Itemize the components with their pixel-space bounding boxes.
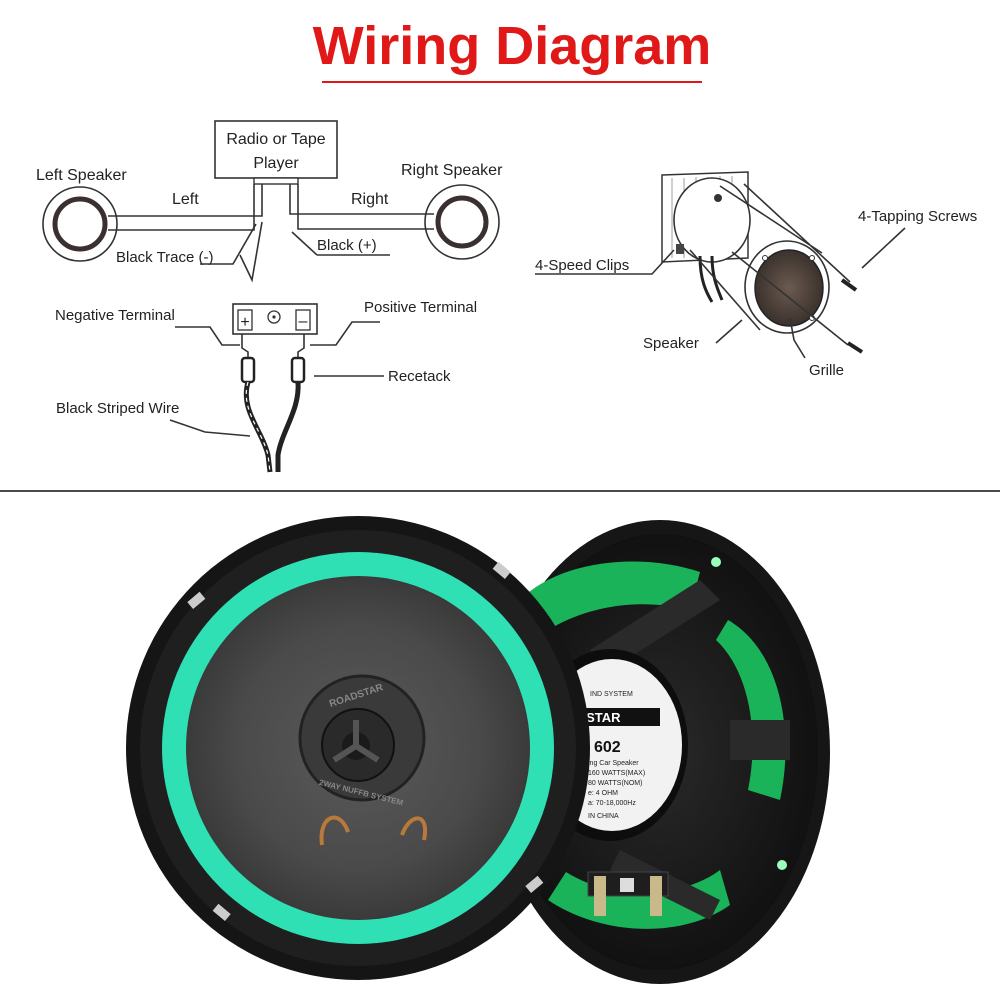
receptacles bbox=[240, 356, 306, 384]
minus-sign: – bbox=[299, 313, 308, 330]
back-surround-bottom bbox=[548, 870, 730, 929]
radio-label-line1: Radio or Tape bbox=[226, 131, 325, 148]
clips-leader bbox=[535, 249, 675, 275]
left-wire-label: Left bbox=[172, 191, 199, 208]
right-wire-top bbox=[289, 184, 434, 215]
back-spec2: 160 WATTS(MAX) bbox=[588, 770, 645, 777]
front-lead-left bbox=[319, 815, 350, 846]
wiring-schematic: Radio or Tape Player Left Speaker Right … bbox=[36, 120, 503, 473]
speaker-leader bbox=[715, 319, 743, 344]
plus-sign: + bbox=[240, 314, 249, 331]
black-plus-leader bbox=[291, 231, 318, 256]
screw-icon bbox=[840, 278, 864, 354]
negative-terminal-label: Negative Terminal bbox=[55, 307, 175, 324]
radio-label-line2: Player bbox=[253, 155, 299, 172]
back-surround-top bbox=[520, 561, 700, 630]
four-tapping-screws-label: 4-Tapping Screws bbox=[858, 208, 977, 225]
black-trace-leader bbox=[200, 223, 257, 265]
negative-terminal-leader bbox=[175, 326, 240, 346]
screws-leader bbox=[861, 227, 906, 269]
positive-terminal-leader bbox=[310, 321, 380, 346]
back-spec3: 80 WATTS(NOM) bbox=[588, 780, 642, 787]
back-label-line1: IND SYSTEM bbox=[590, 691, 633, 698]
terminal-block: + – bbox=[232, 303, 318, 360]
radio-connector bbox=[253, 177, 299, 185]
clip-icon bbox=[676, 244, 684, 254]
left-wire-bottom bbox=[108, 184, 255, 231]
four-speed-clips-label: 4-Speed Clips bbox=[535, 257, 629, 274]
left-speaker-symbol bbox=[42, 186, 118, 262]
black-trace-label: Black Trace (-) bbox=[116, 249, 214, 266]
back-spec5: a: 70-18,000Hz bbox=[588, 800, 636, 807]
black-striped-wire-leader bbox=[169, 419, 251, 437]
right-wire-label: Right bbox=[351, 191, 389, 208]
speaker-back-photo: IND SYSTEM OSTAR 602 ing Car Speaker 160… bbox=[490, 520, 830, 984]
back-spec4: e: 4 OHM bbox=[588, 790, 618, 797]
speaker-label: Speaker bbox=[643, 335, 699, 352]
right-speaker-symbol bbox=[424, 184, 500, 260]
speaker-back-outline bbox=[673, 177, 751, 263]
grille-label: Grille bbox=[809, 362, 844, 379]
black-plus-label: Black (+) bbox=[317, 237, 377, 254]
speaker-front-photo: ROADSTAR 2WAY NUFFB SYSTEM bbox=[126, 516, 590, 980]
right-speaker-label: Right Speaker bbox=[401, 162, 503, 179]
tweeter-bridge bbox=[332, 720, 380, 763]
striped-wire bbox=[243, 381, 301, 473]
back-label-model: 602 bbox=[594, 739, 621, 756]
grille bbox=[754, 249, 824, 327]
grille-leader bbox=[789, 317, 806, 359]
back-spec1: ing Car Speaker bbox=[588, 760, 639, 767]
back-terminals bbox=[587, 871, 669, 916]
assembly-diagram: 4-Tapping Screws 4-Speed Clips Speaker G… bbox=[535, 171, 977, 379]
left-wire-top bbox=[108, 184, 263, 217]
diagram-title: Wiring Diagram bbox=[313, 16, 712, 76]
back-spec6: IN CHINA bbox=[588, 813, 619, 820]
recetack-label: Recetack bbox=[388, 368, 451, 385]
positive-terminal-label: Positive Terminal bbox=[364, 299, 477, 316]
black-trace-leader-2 bbox=[239, 221, 263, 283]
front-lead-right bbox=[400, 816, 428, 841]
black-striped-wire-label: Black Striped Wire bbox=[56, 400, 179, 417]
right-wire-bottom bbox=[297, 184, 434, 230]
left-speaker-label: Left Speaker bbox=[36, 167, 127, 184]
